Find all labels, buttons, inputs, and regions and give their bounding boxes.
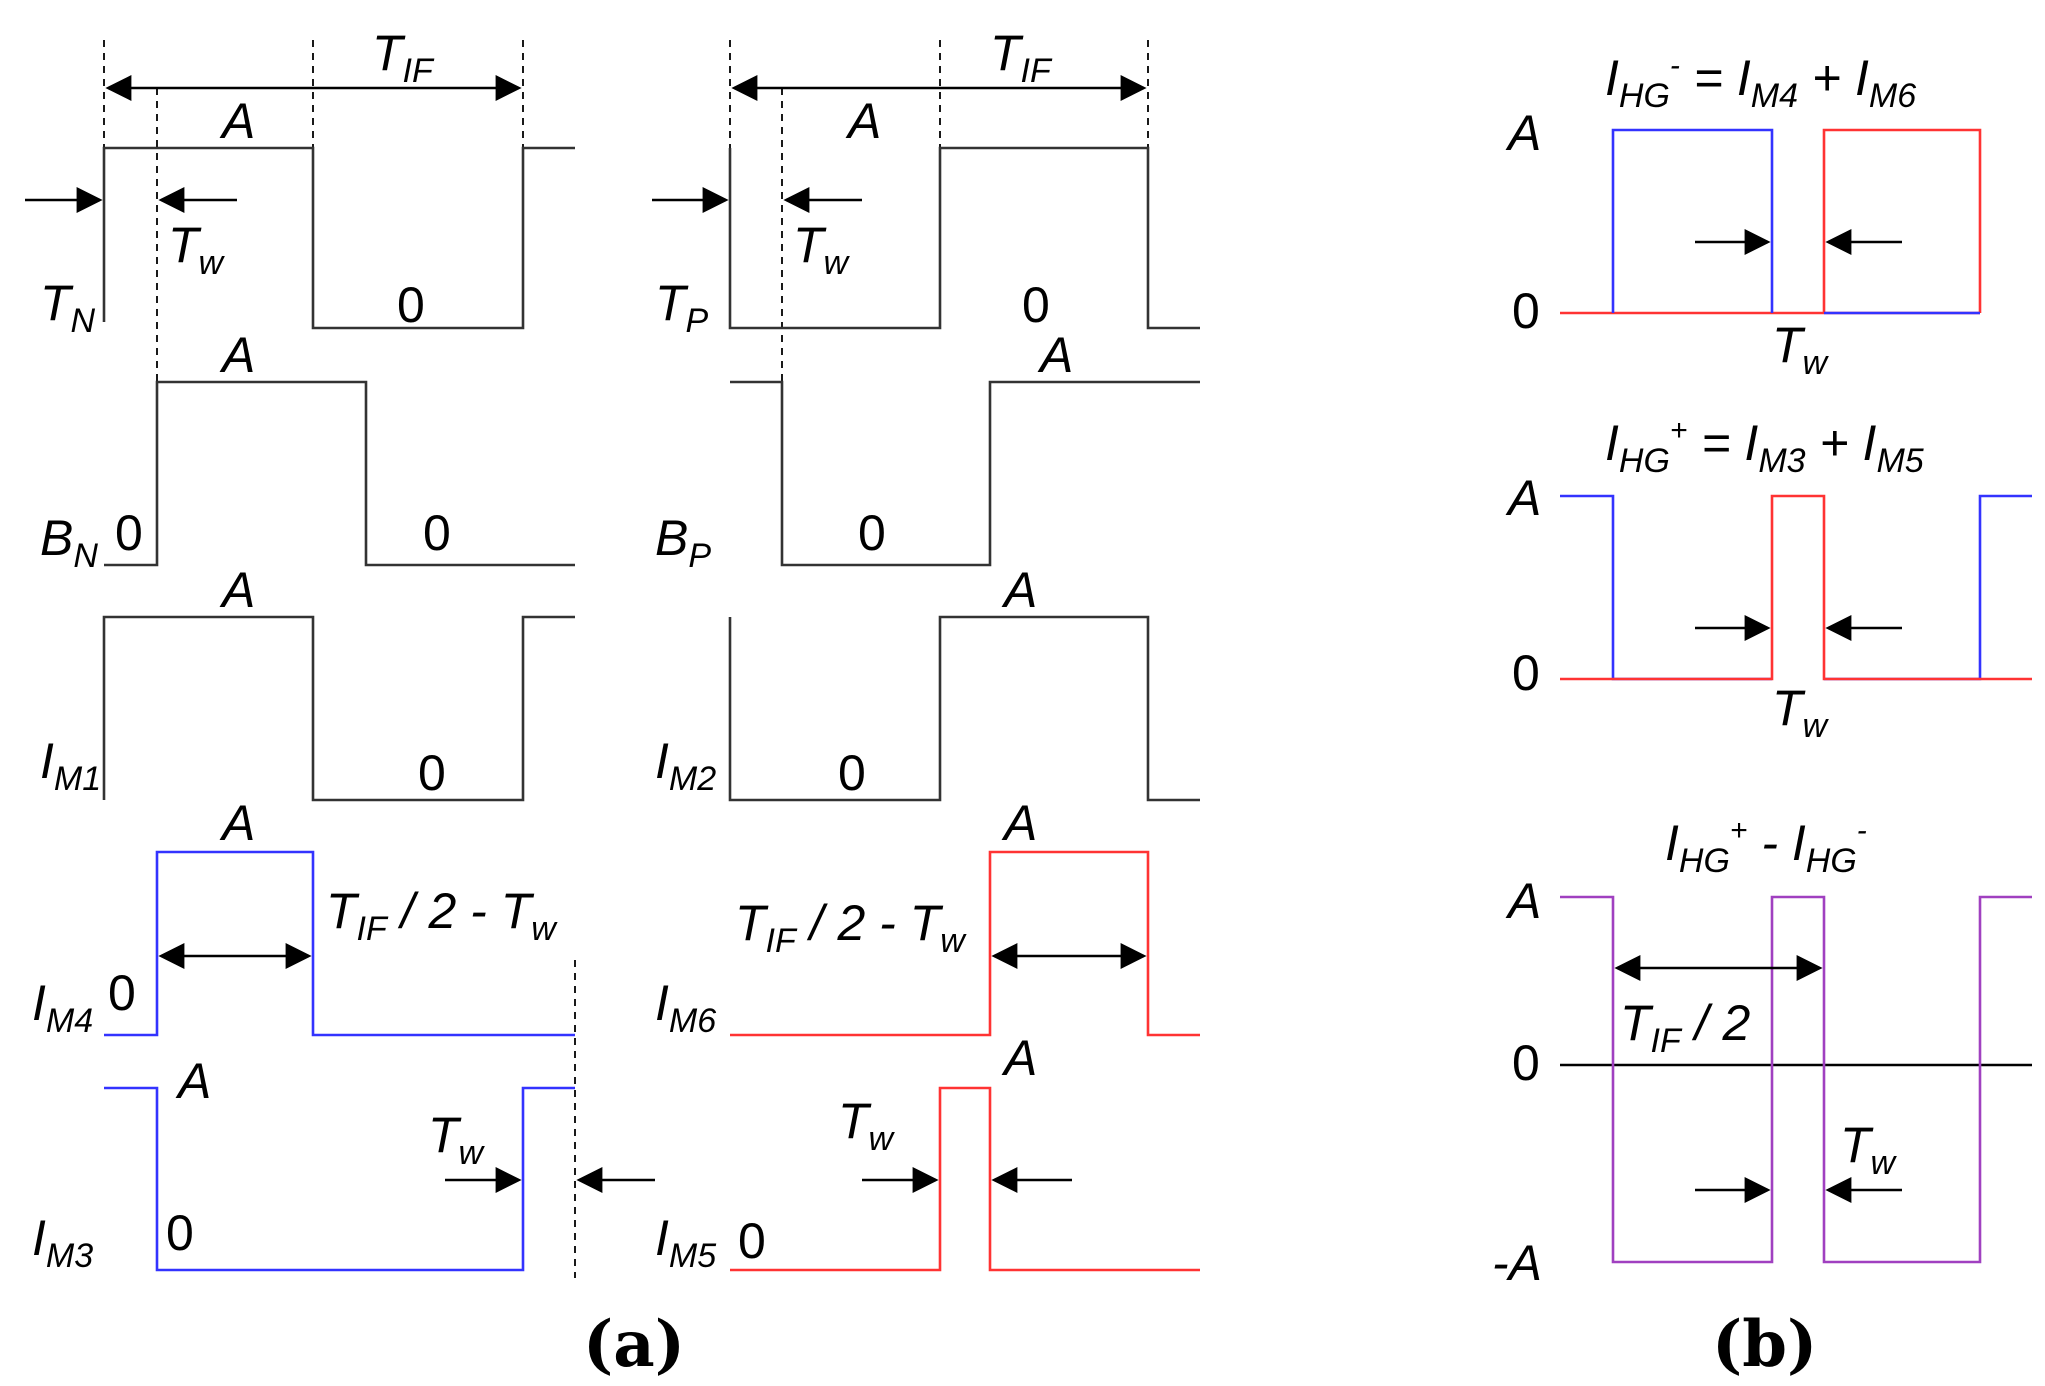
im4-level-a: A [219,795,255,851]
im2-level-a: A [1001,562,1037,618]
tp-tw-label: Tw [793,217,851,282]
im3-level-zero: 0 [166,1205,194,1261]
ihg-diff-zero-level: 0 [1512,1035,1540,1091]
ihg-minus-zero-level: 0 [1512,283,1540,339]
wave-im4 [104,850,575,1037]
im1-label: IM1 [40,733,101,798]
tif-label-left: TIF [372,25,435,90]
tn-tw-label: Tw [168,217,226,282]
im6-label: IM6 [655,975,716,1040]
im2-level-zero: 0 [838,745,866,801]
im1-level-a: A [219,562,255,618]
ihg-minus-a-level: A [1505,105,1541,161]
im4-label: IM4 [32,975,93,1040]
im5-level-a: A [1001,1030,1037,1086]
wave-im1 [102,615,575,802]
bp-label: BP [655,510,711,575]
ihg-minus-red-pulse [1822,128,1982,313]
im6-level-a: A [1001,795,1037,851]
wave-im6 [730,850,1200,1037]
im4-level-zero: 0 [108,965,136,1021]
ihg-diff-tw-label: Tw [1840,1117,1898,1182]
bp-level-a: A [1037,327,1073,383]
wave-tp [728,146,1200,330]
tp-label: TP [655,275,709,340]
wave-bn [104,380,575,567]
wave-im2 [728,615,1200,802]
tn-level-zero: 0 [397,277,425,333]
wave-tn [102,146,575,330]
im5-tw-label: Tw [838,1093,896,1158]
panel-a-right: TIF A 0 Tw TP A 0 BP A 0 IM2 A TIF / 2 -… [652,25,1200,1275]
panel-a-left: TIF A 0 Tw TN A 0 0 BN A 0 IM1 A 0 TIF /… [25,25,655,1278]
tn-label: TN [40,275,96,340]
ihg-diff-neg-a-level: -A [1492,1235,1542,1291]
ihg-plus-a-level: A [1505,470,1541,526]
ihg-plus-red-pulse [1560,494,2032,681]
ihg-plus-title: IHG+ = IM3 + IM5 [1605,414,1924,480]
wave-im5 [730,1086,1200,1272]
wave-bp [730,380,1200,567]
tn-level-a: A [219,93,255,149]
ihg-plus-zero-level: 0 [1512,645,1540,701]
ihg-diff-title: IHG+ - IHG- [1665,814,1867,880]
ihg-minus-blue-pulse [1611,128,1774,313]
bp-level-zero: 0 [858,505,886,561]
ihg-diff-a-level: A [1505,873,1541,929]
tp-level-zero: 0 [1022,277,1050,333]
bn-level-zero-left: 0 [115,505,143,561]
ihg-plus-tw-label: Tw [1772,680,1830,745]
ihg-plus-blue-right [1824,494,2032,681]
im3-level-a: A [175,1053,211,1109]
panel-b: IHG- = IM4 + IM6 A 0 Tw IHG+ = IM3 + IM5… [1492,49,2032,1291]
caption-b: (b) [1712,1307,1817,1382]
ihg-diff-wave [1560,895,2032,1264]
bn-level-a: A [219,327,255,383]
im3-tw-label: Tw [428,1107,486,1172]
tif-label-right: TIF [990,25,1053,90]
im6-width-label: TIF / 2 - Tw [735,895,967,960]
im5-label: IM5 [655,1210,716,1275]
wave-im3 [104,1086,575,1272]
caption-a: (a) [583,1307,685,1382]
bn-level-zero-right: 0 [423,505,451,561]
ihg-minus-title: IHG- = IM4 + IM6 [1605,49,1916,115]
ihg-minus-tw-label: Tw [1772,317,1830,382]
im1-level-zero: 0 [418,745,446,801]
bn-label: BN [40,510,98,575]
im3-label: IM3 [32,1210,93,1275]
im4-width-label: TIF / 2 - Tw [326,883,558,948]
ihg-diff-half-label: TIF / 2 [1620,995,1750,1060]
im5-level-zero: 0 [738,1213,766,1269]
tp-level-a: A [845,93,881,149]
ihg-plus-blue-left [1560,494,1772,681]
im2-label: IM2 [655,733,716,798]
